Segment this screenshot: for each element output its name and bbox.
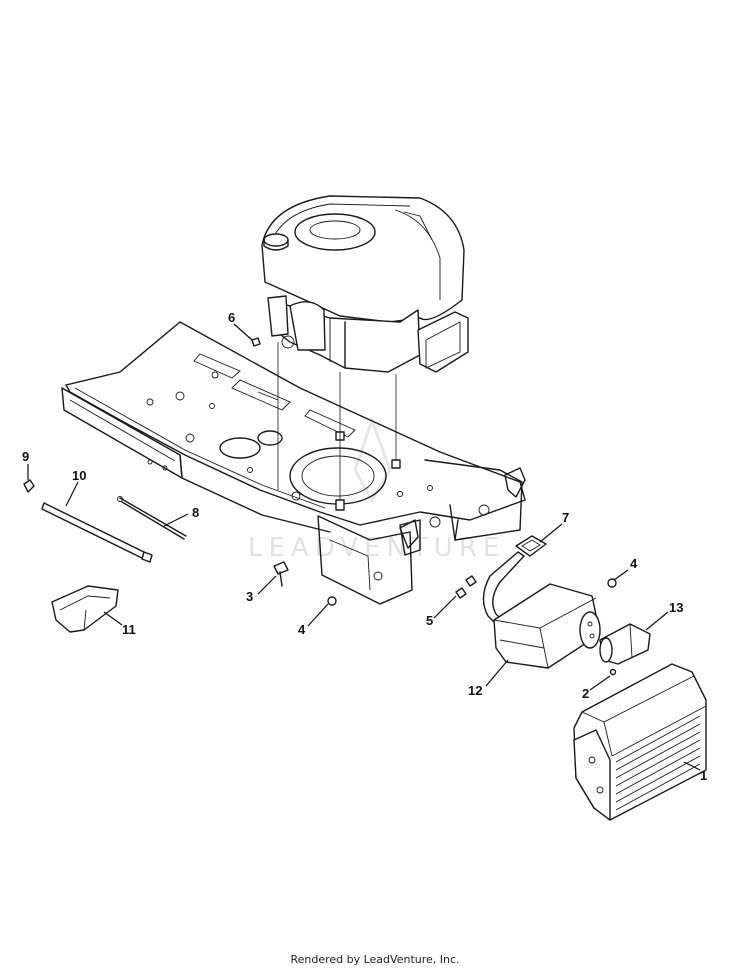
callout-13: 13 [669,600,683,615]
watermark-text: LEADVENTURE [248,533,505,563]
callout-11: 11 [122,622,136,637]
part-12-muffler [482,551,601,669]
leader-lines [27,323,701,771]
part-7-gasket [515,535,547,557]
part-4-nut-right [607,578,617,588]
callout-4-right: 4 [630,556,638,571]
watermark: LEADVENTURE [248,415,505,563]
part-1-heat-shield [573,663,707,821]
engine [261,195,469,500]
part-13-arrestor [599,623,651,665]
callout-6: 6 [228,310,235,325]
part-2-screw [609,668,617,676]
callout-1: 1 [700,768,707,783]
callout-2: 2 [582,686,589,701]
part-9-screw [23,479,35,493]
callout-8: 8 [192,505,199,520]
part-6-screw [251,337,261,347]
chassis-frame [61,321,526,605]
callout-labels: 6 9 10 8 11 3 4 5 7 4 13 2 12 1 [22,310,707,783]
part-11-bracket [51,585,119,633]
footer-credit: Rendered by LeadVenture, Inc. [290,953,460,966]
part-10-rod [41,502,153,563]
callout-4-left: 4 [298,622,306,637]
part-8-cable [117,496,187,540]
callout-10: 10 [72,468,86,483]
part-4-nut [327,596,337,606]
callout-7: 7 [562,510,569,525]
callout-3: 3 [246,589,253,604]
callout-12: 12 [468,683,482,698]
callout-5: 5 [426,613,433,628]
part-3-bolt [273,561,289,587]
callout-9: 9 [22,449,29,464]
part-5-bolt [455,575,477,599]
